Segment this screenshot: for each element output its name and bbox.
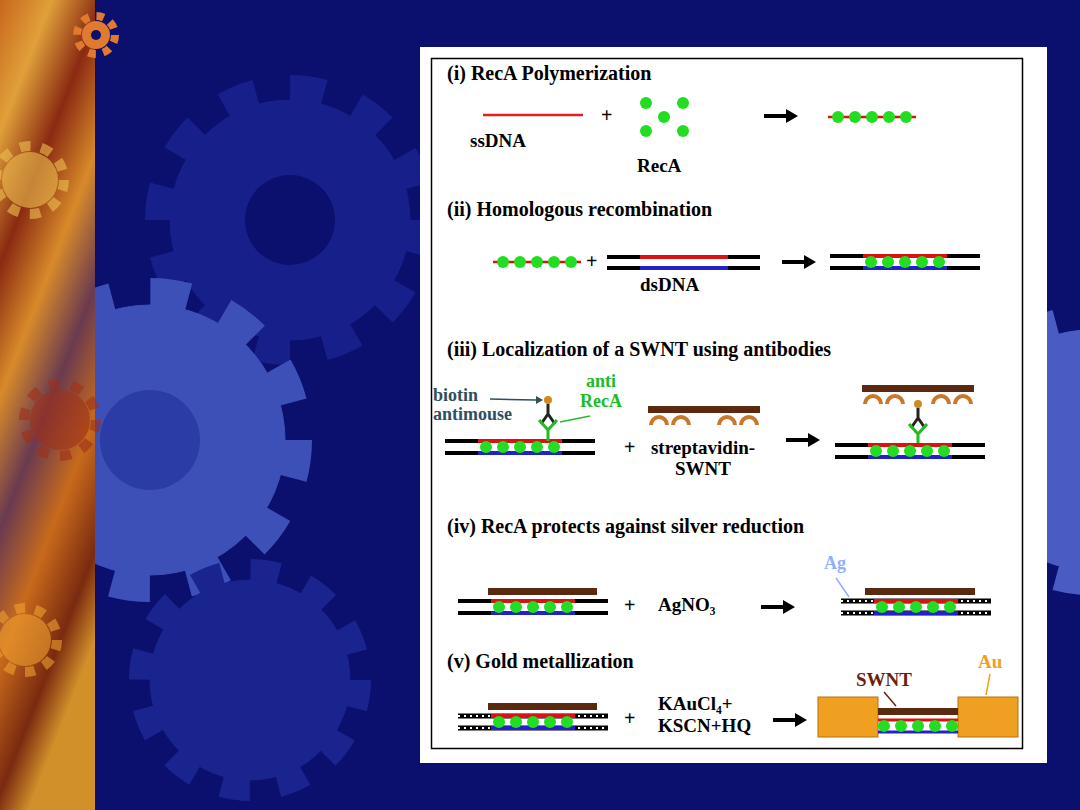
- label: Au: [978, 652, 1002, 673]
- strip-gears: [0, 146, 96, 672]
- label: Ag: [824, 554, 846, 574]
- antibody-complex: [909, 400, 927, 445]
- plus-sign: +: [624, 436, 635, 458]
- chemical-formula: KAuCl₄+: [658, 694, 733, 715]
- swnt-bar: [488, 588, 597, 595]
- reca-monomers: [640, 97, 689, 137]
- gear: [140, 570, 360, 790]
- heading: (v) Gold metallization: [447, 650, 634, 672]
- chemical-formula: KSCN+HQ: [658, 716, 751, 737]
- heading: (i) RecA Polymerization: [447, 62, 651, 84]
- recombined-dsdna: [830, 256, 980, 268]
- plus-sign: +: [624, 594, 635, 616]
- plus-sign: +: [601, 104, 612, 126]
- label: dsDNA: [640, 275, 699, 296]
- reaction-arrow: [761, 600, 795, 614]
- swnt-bar: [865, 588, 975, 595]
- swnt-bar: [488, 703, 597, 710]
- recombined-dsdna: [458, 601, 608, 613]
- gold-electrode: [818, 697, 878, 737]
- label: SWNT: [856, 670, 912, 691]
- figure-panel: [420, 47, 1047, 763]
- gold-electrode: [958, 697, 1018, 737]
- heading: (iii) Localization of a SWNT using antib…: [447, 338, 831, 360]
- plus-sign: +: [624, 707, 635, 729]
- leader-line: [836, 578, 849, 597]
- gear: [158, 88, 422, 352]
- silvered-dsdna: [841, 601, 991, 613]
- reaction-arrow: [782, 255, 816, 269]
- heading: (ii) Homologous recombination: [447, 198, 712, 220]
- reaction-arrow: [773, 713, 807, 727]
- swnt-device: [878, 708, 958, 732]
- leader-line: [884, 692, 896, 706]
- leader-line: [986, 674, 990, 695]
- label: anti RecA: [566, 372, 636, 412]
- recombined-dsdna: [445, 441, 595, 453]
- texture-strip: [0, 0, 95, 810]
- reaction-arrow: [764, 109, 798, 123]
- heading: (iv) RecA protects against silver reduct…: [447, 515, 804, 537]
- figure-border: [432, 59, 1023, 749]
- reca-filament: [828, 111, 916, 123]
- label: ssDNA: [470, 131, 526, 152]
- ssdna-strand: [483, 114, 583, 117]
- corner-gear: [77, 16, 115, 54]
- recombined-dsdna: [835, 445, 985, 457]
- reaction-arrow: [786, 433, 820, 447]
- silvered-dsdna: [458, 716, 608, 728]
- dsdna: [607, 257, 760, 268]
- plus-sign: +: [586, 250, 597, 272]
- label: antimouse: [433, 405, 512, 425]
- label: streptavidin- SWNT: [640, 438, 766, 480]
- label: biotin: [433, 386, 478, 406]
- label: RecA: [637, 156, 681, 177]
- streptavidin-swnt: [648, 406, 760, 425]
- chemical-formula: AgNO₃: [658, 595, 715, 616]
- reca-filament: [493, 256, 581, 268]
- antibody-complex: [539, 396, 557, 441]
